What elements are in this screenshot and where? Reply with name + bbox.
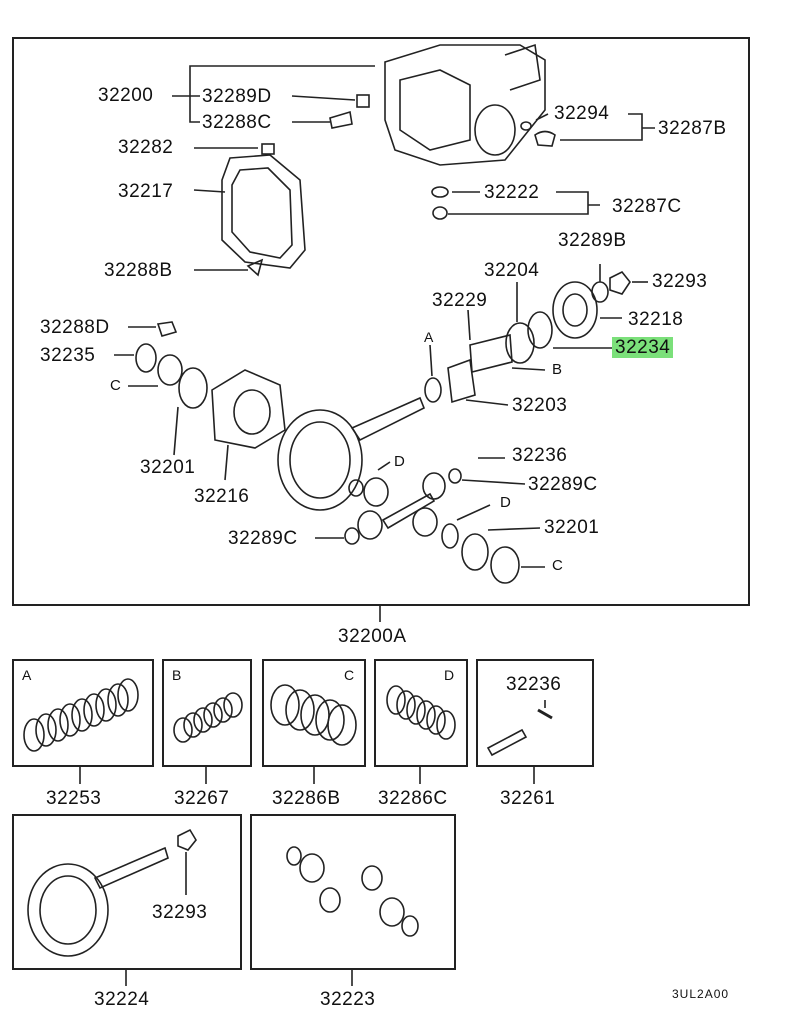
part-label-32236: 32236	[512, 445, 568, 466]
part-label-32204: 32204	[484, 260, 540, 281]
ref-letter-C-left: C	[110, 377, 122, 394]
kit-panel-C	[262, 659, 366, 767]
gear-set-part-32224: 32224	[94, 989, 150, 1010]
part-label-32289D: 32289D	[202, 86, 272, 107]
part-label-32235: 32235	[40, 345, 96, 366]
kit-part-32286C: 32286C	[378, 788, 448, 809]
kit-panel-D-letter: D	[444, 667, 455, 683]
ref-letter-D-mid: D	[500, 494, 512, 511]
part-label-32203: 32203	[512, 395, 568, 416]
main-diagram-frame	[12, 37, 750, 606]
part-label-32216: 32216	[194, 486, 250, 507]
kit-panel-B-letter: B	[172, 667, 182, 683]
gear-kit-part-32223: 32223	[320, 989, 376, 1010]
gear-set-inner-label-32293: 32293	[152, 902, 208, 923]
kit-panel-32261-inner-label: 32236	[506, 674, 562, 695]
kit-panel-D	[374, 659, 468, 767]
part-label-32200: 32200	[98, 85, 154, 106]
part-label-32282: 32282	[118, 137, 174, 158]
part-label-32218: 32218	[628, 309, 684, 330]
part-label-32222: 32222	[484, 182, 540, 203]
kit-part-32286B: 32286B	[272, 788, 341, 809]
kit-panel-A-letter: A	[22, 667, 32, 683]
kit-part-32261: 32261	[500, 788, 556, 809]
part-label-32289C-right: 32289C	[528, 474, 598, 495]
kit-part-32267: 32267	[174, 788, 230, 809]
gear-kit-panel-32223	[250, 814, 456, 970]
kit-part-32253: 32253	[46, 788, 102, 809]
part-label-32288B: 32288B	[104, 260, 173, 281]
part-label-32287C: 32287C	[612, 196, 682, 217]
assembly-label-32200A: 32200A	[338, 626, 407, 647]
part-label-32217: 32217	[118, 181, 174, 202]
part-label-32287B: 32287B	[658, 118, 727, 139]
highlighted-part-label-32234: 32234	[612, 337, 674, 358]
kit-panel-32261	[476, 659, 594, 767]
part-label-32293: 32293	[652, 271, 708, 292]
part-label-32294: 32294	[554, 103, 610, 124]
gear-set-panel-32224	[12, 814, 242, 970]
ref-letter-D-top: D	[394, 453, 406, 470]
part-label-32229: 32229	[432, 290, 488, 311]
part-label-32289B: 32289B	[558, 230, 627, 251]
part-label-32288D: 32288D	[40, 317, 110, 338]
part-label-32289C-left: 32289C	[228, 528, 298, 549]
ref-letter-A: A	[424, 329, 434, 345]
part-label-32201-right: 32201	[544, 517, 600, 538]
kit-panel-B	[162, 659, 252, 767]
kit-panel-A	[12, 659, 154, 767]
part-label-32288C: 32288C	[202, 112, 272, 133]
ref-letter-B: B	[552, 361, 563, 378]
part-label-32201-left: 32201	[140, 457, 196, 478]
ref-letter-C-right: C	[552, 557, 564, 574]
kit-panel-C-letter: C	[344, 667, 355, 683]
drawing-code: 3UL2A00	[672, 987, 730, 1001]
